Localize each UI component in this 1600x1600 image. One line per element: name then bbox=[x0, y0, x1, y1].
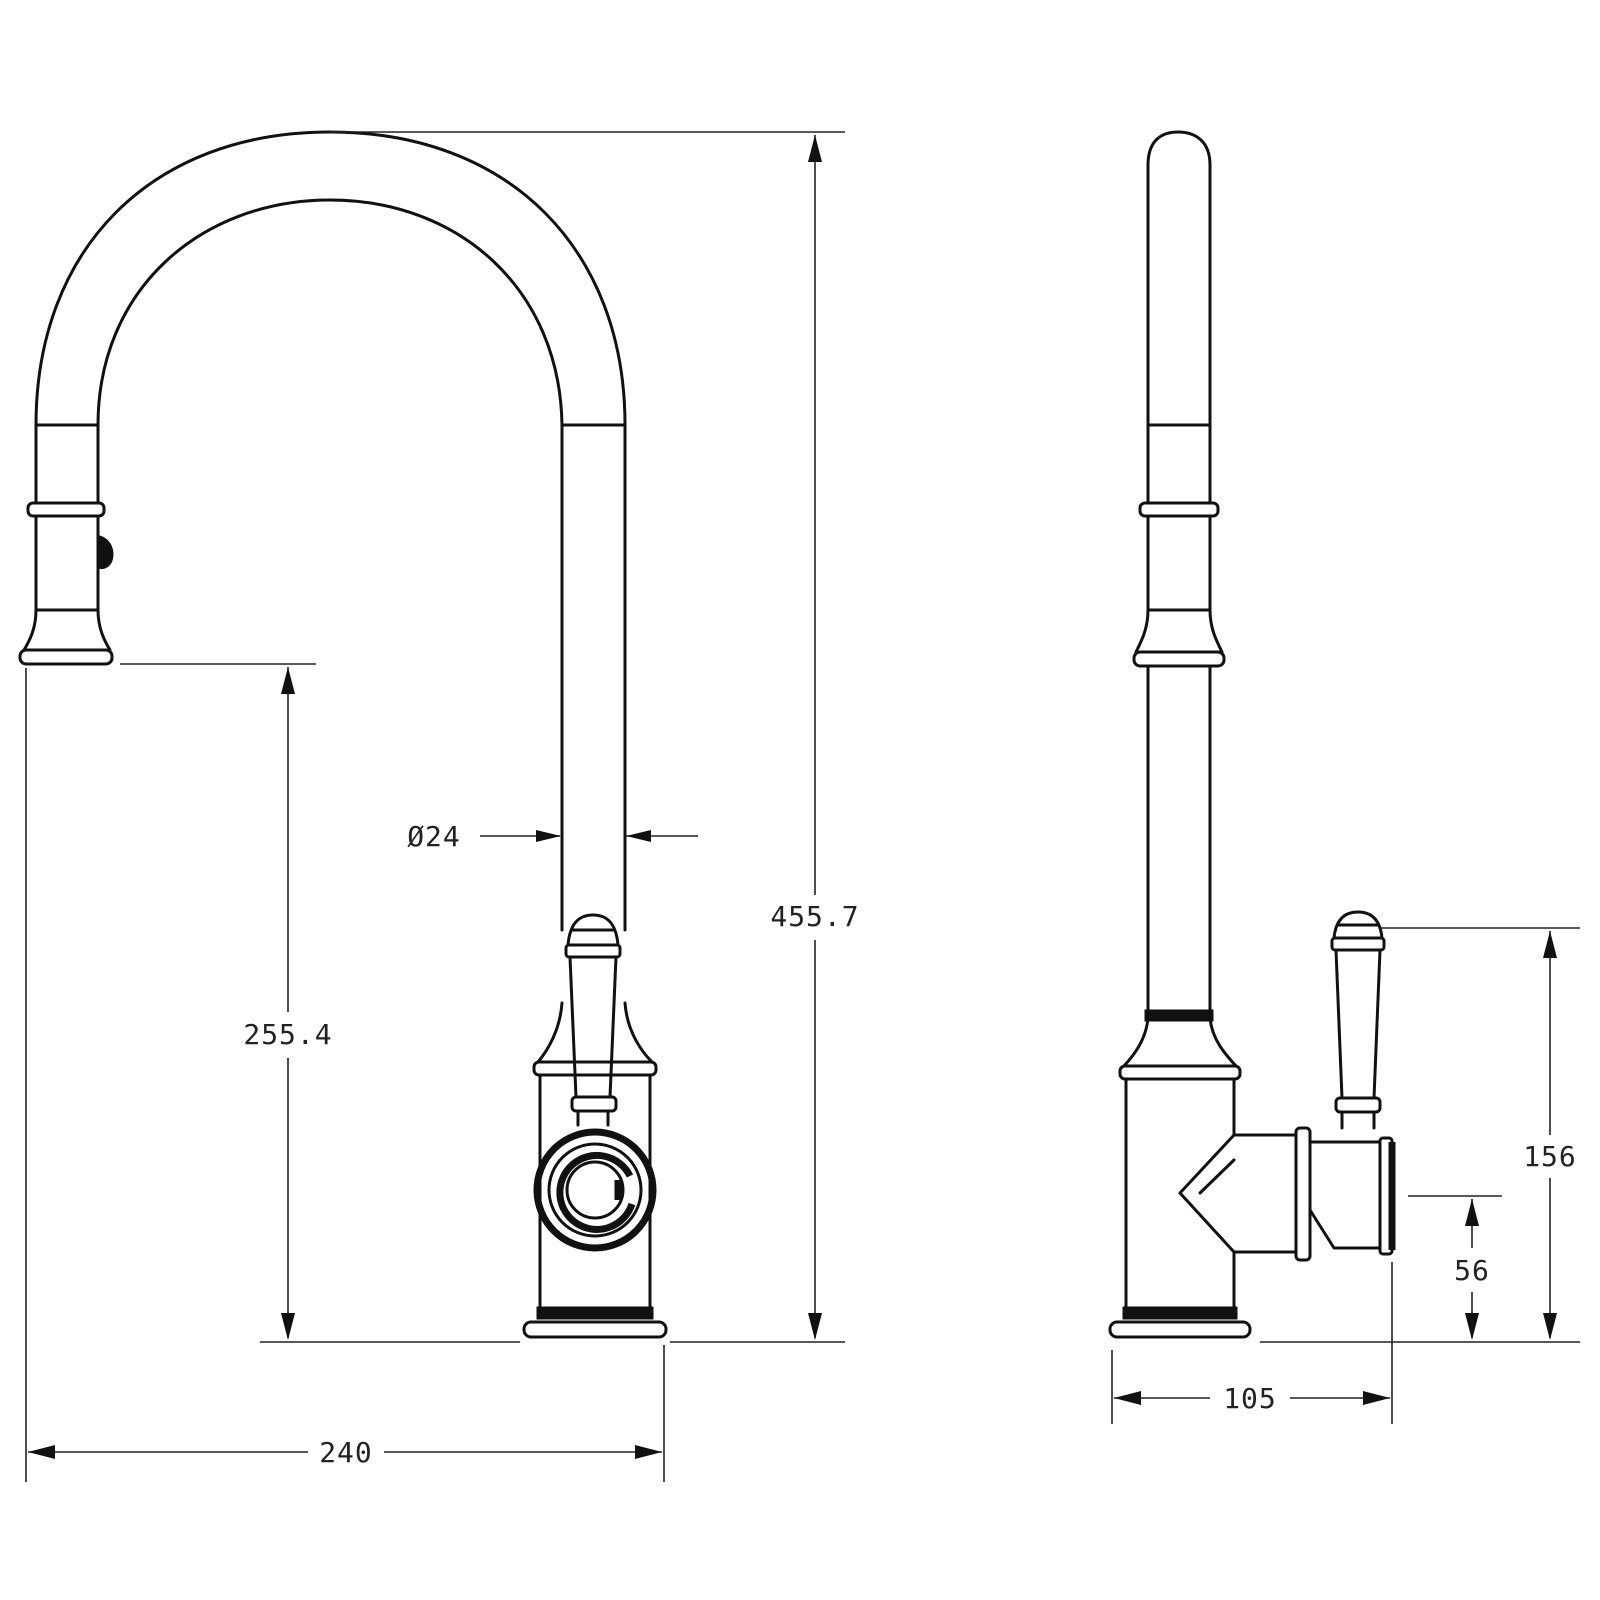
dimension-lever-height: 156 bbox=[1260, 927, 1580, 1343]
side-spout bbox=[1132, 130, 1226, 1022]
side-lever-handle bbox=[1330, 910, 1386, 1130]
spout-height-label: 255.4 bbox=[243, 1018, 332, 1051]
dimension-body-depth: 105 bbox=[1111, 1262, 1393, 1424]
dimension-spout-diameter: Ø24 bbox=[407, 820, 698, 853]
dimension-spout-reach: 240 bbox=[25, 668, 665, 1482]
spray-button-icon bbox=[98, 535, 114, 570]
dimension-spout-height: 255.4 bbox=[120, 663, 520, 1343]
overall-height-label: 455.7 bbox=[770, 900, 859, 933]
spout-reach-label: 240 bbox=[319, 1436, 373, 1469]
side-cartridge-housing bbox=[1178, 1126, 1396, 1262]
side-body bbox=[1108, 1016, 1252, 1339]
lever-height-label: 156 bbox=[1523, 1140, 1577, 1173]
side-view bbox=[1108, 130, 1396, 1339]
spout-diameter-label: Ø24 bbox=[407, 820, 461, 853]
front-lever-handle bbox=[564, 913, 622, 1127]
dimension-inlet-height: 56 bbox=[1408, 1195, 1502, 1340]
inlet-height-label: 56 bbox=[1454, 1254, 1490, 1287]
body-depth-label: 105 bbox=[1223, 1382, 1277, 1415]
front-view bbox=[18, 130, 668, 1339]
dimension-overall-height: 455.7 bbox=[330, 131, 859, 1343]
front-cartridge-ring bbox=[533, 1128, 657, 1252]
spout-head bbox=[18, 423, 114, 666]
gooseneck-spout bbox=[34, 130, 627, 932]
dimension-lines: 455.7 255.4 Ø24 240 bbox=[25, 131, 1580, 1482]
front-body bbox=[522, 1001, 668, 1339]
